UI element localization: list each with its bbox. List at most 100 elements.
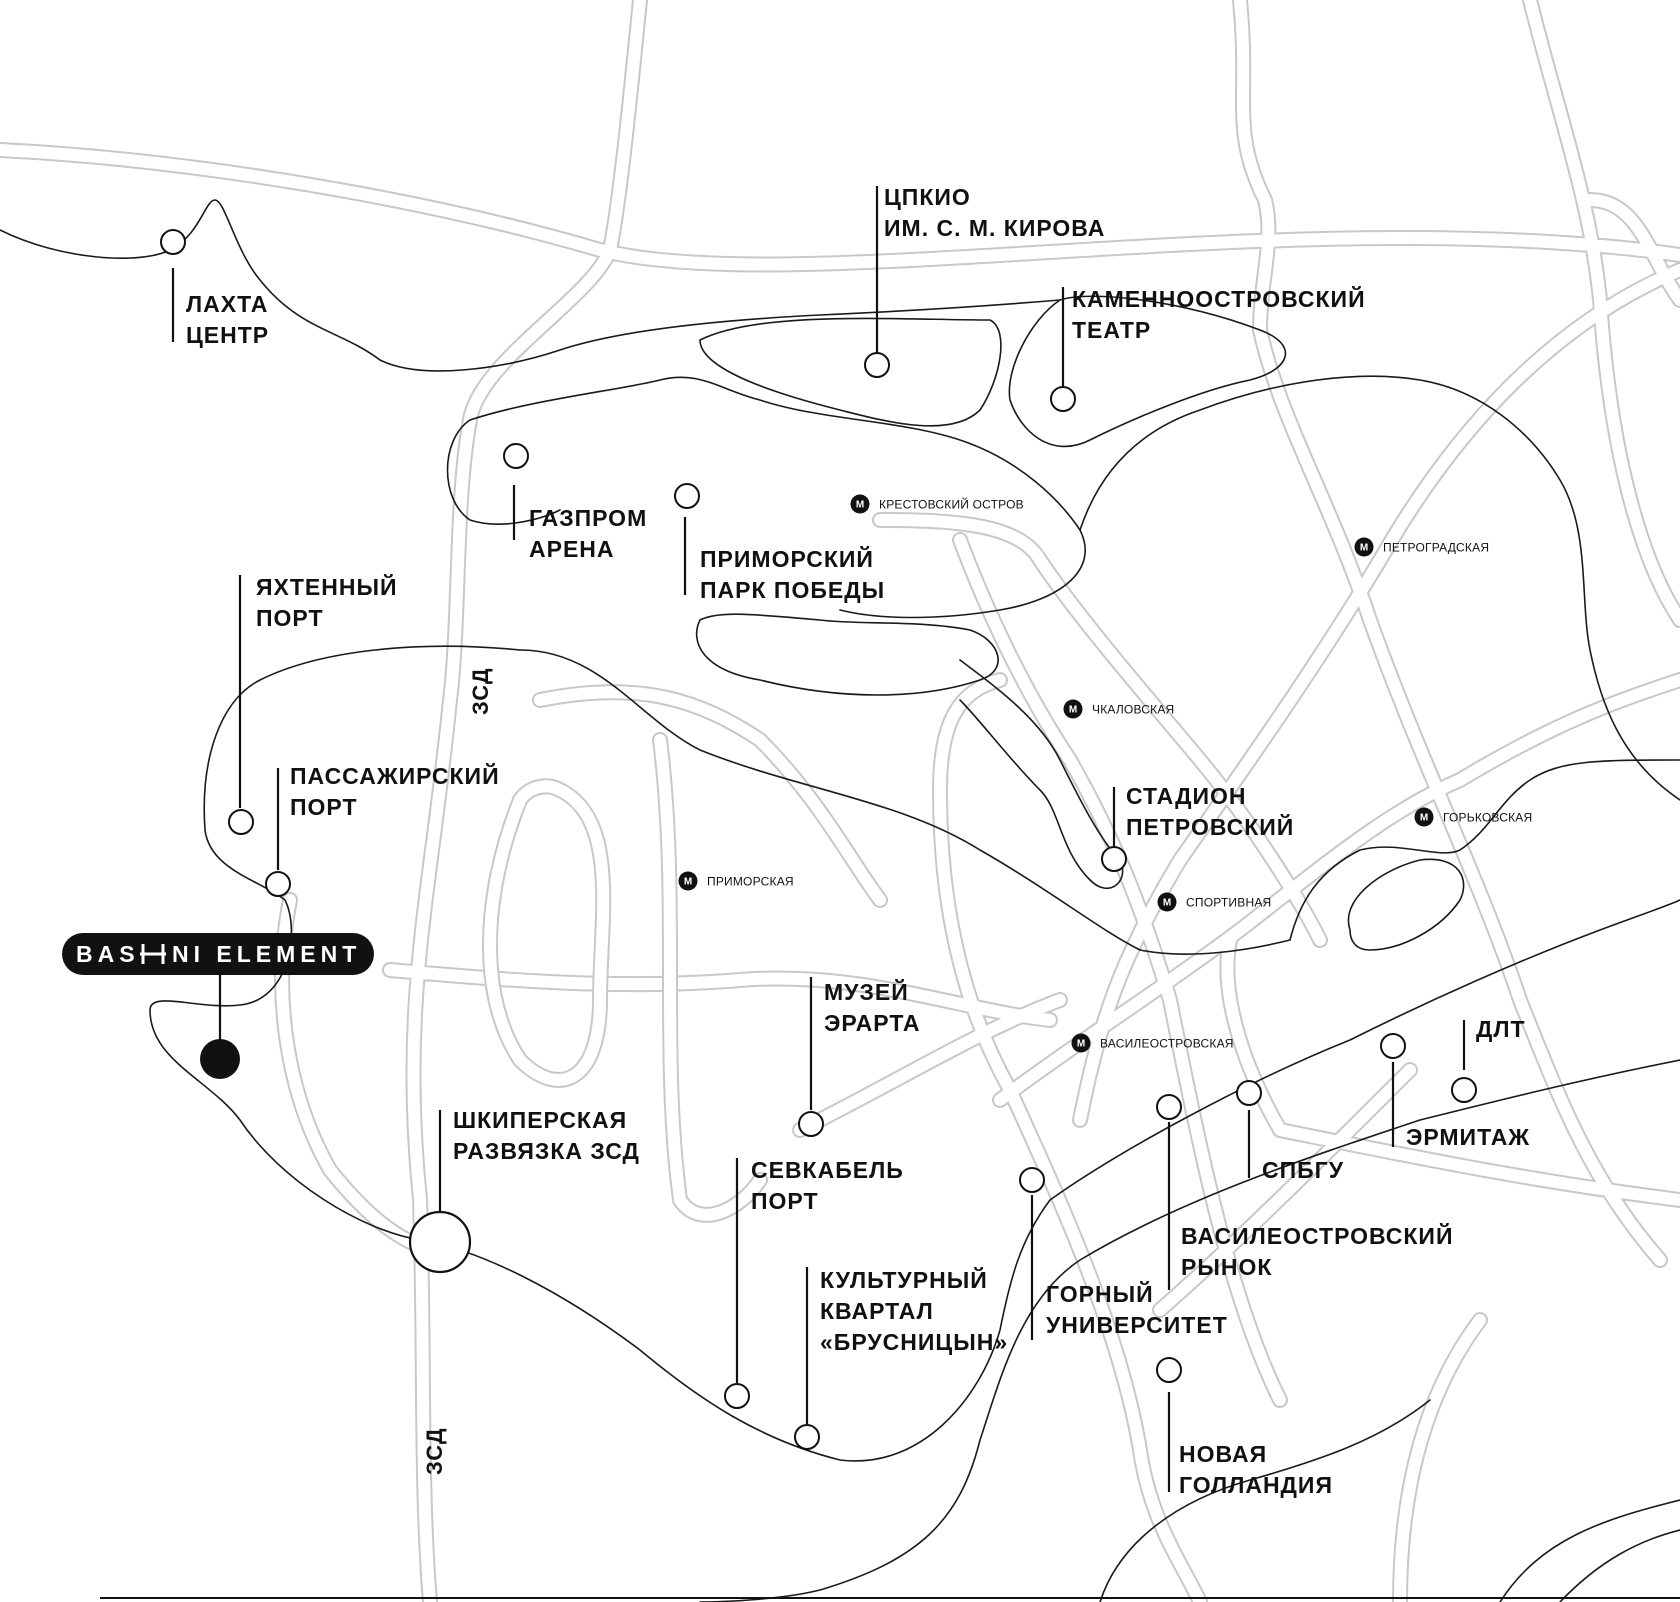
landmark-marker-brusnitsyn xyxy=(794,1424,820,1450)
landmark-label-line: АРЕНА xyxy=(529,536,615,562)
landmark-label-tspkio: ЦПКИО ИМ. С. М. КИРОВА xyxy=(884,184,1105,241)
landmark-marker-mining_univ xyxy=(1019,1167,1045,1193)
metro-station-label: ЧКАЛОВСКАЯ xyxy=(1092,703,1174,717)
landmark-label-line: МУЗЕЙ xyxy=(824,978,909,1005)
metro-icon xyxy=(1071,1033,1091,1053)
landmark-label-line: ШКИПЕРСКАЯ xyxy=(453,1107,627,1133)
landmark-marker-passenger_port xyxy=(265,871,291,897)
zsd-label-upper: ЗСД xyxy=(468,667,493,715)
metro-icon xyxy=(1157,892,1177,912)
landmark-marker-primorsky_park xyxy=(674,483,700,509)
landmark-label-line: ПРИМОРСКИЙ xyxy=(700,545,874,572)
landmark-label-line: ГАЗПРОМ xyxy=(529,505,647,531)
landmark-marker-new_holland xyxy=(1156,1357,1182,1383)
metro-station-label: ПЕТРОГРАДСКАЯ xyxy=(1383,541,1489,555)
brand-name-left: BAS xyxy=(76,941,140,967)
landmark-label-line: ЦЕНТР xyxy=(186,322,269,348)
metro-station-label: ПРИМОРСКАЯ xyxy=(707,875,794,889)
landmark-marker-stadium_petrovsky xyxy=(1101,846,1127,872)
metro-icon-letter: М xyxy=(856,500,864,511)
landmark-label-stadium_petrovsky: СТАДИОН ПЕТРОВСКИЙ xyxy=(1126,783,1294,840)
metro-icon-letter: М xyxy=(1077,1039,1085,1050)
landmark-label-line: «БРУСНИЦЫН» xyxy=(820,1329,1008,1355)
landmark-label-line: ЦПКИО xyxy=(884,184,971,210)
metro-station-krestovsky: М КРЕСТОВСКИЙ ОСТРОВ xyxy=(850,494,1024,514)
landmark-label-yacht_port: ЯХТЕННЫЙ ПОРТ xyxy=(256,573,398,631)
landmark-markers xyxy=(160,186,1477,1492)
landmark-label-line: ПОРТ xyxy=(256,605,324,631)
landmark-label-line: РЫНОК xyxy=(1181,1254,1272,1280)
landmark-label-kamennoostrovsky: КАМЕННООСТРОВСКИЙ ТЕАТР xyxy=(1072,285,1366,343)
landmark-label-line: ЛАХТА xyxy=(186,291,268,317)
landmark-label-line: ТЕАТР xyxy=(1072,317,1151,343)
metro-station-sportivnaya: М СПОРТИВНАЯ xyxy=(1157,892,1271,912)
landmark-label-new_holland: НОВАЯ ГОЛЛАНДИЯ xyxy=(1179,1441,1333,1498)
landmark-label-sevkabel: СЕВКАБЕЛЬ ПОРТ xyxy=(751,1157,904,1214)
landmark-label-line: ЭРАРТА xyxy=(824,1010,921,1036)
metro-station-label: КРЕСТОВСКИЙ ОСТРОВ xyxy=(879,497,1024,512)
landmark-label-line: СЕВКАБЕЛЬ xyxy=(751,1157,904,1183)
landmark-label-line: ЯХТЕННЫЙ xyxy=(256,573,398,600)
road-labels: ЗСД ЗСД xyxy=(422,667,493,1475)
landmark-label-erarta: МУЗЕЙ ЭРАРТА xyxy=(824,978,921,1036)
zsd-label-lower: ЗСД xyxy=(422,1427,447,1475)
landmark-marker-yacht_port xyxy=(228,809,254,835)
landmark-label-line: ИМ. С. М. КИРОВА xyxy=(884,215,1105,241)
landmark-label-line: ЭРМИТАЖ xyxy=(1406,1124,1530,1150)
landmark-marker-erarta xyxy=(798,1111,824,1137)
landmark-label-line: ГОЛЛАНДИЯ xyxy=(1179,1472,1333,1498)
metro-station-primorskaya: М ПРИМОРСКАЯ xyxy=(678,871,794,891)
project-pin: BAS NI ELEMENT xyxy=(62,933,374,1079)
landmark-label-line: РАЗВЯЗКА ЗСД xyxy=(453,1138,640,1164)
landmark-label-spbgu: СПБГУ xyxy=(1262,1157,1344,1183)
landmark-marker-vo_market xyxy=(1156,1094,1182,1120)
metro-icon xyxy=(1063,699,1083,719)
landmark-label-line: КАМЕННООСТРОВСКИЙ xyxy=(1072,285,1366,312)
shoreline xyxy=(0,199,1680,1602)
landmark-label-shkiperskaya: ШКИПЕРСКАЯ РАЗВЯЗКА ЗСД xyxy=(453,1107,640,1164)
brand-logo-mark xyxy=(140,944,166,964)
landmark-marker-shkiperskaya xyxy=(408,1210,472,1274)
landmark-label-line: ПАССАЖИРСКИЙ xyxy=(290,762,500,789)
landmark-marker-sevkabel xyxy=(724,1383,750,1409)
metro-station-label: СПОРТИВНАЯ xyxy=(1186,896,1271,910)
landmark-label-line: ВАСИЛЕОСТРОВСКИЙ xyxy=(1181,1222,1453,1249)
landmark-label-brusnitsyn: КУЛЬТУРНЫЙ КВАРТАЛ «БРУСНИЦЫН» xyxy=(820,1266,1008,1355)
metro-icon xyxy=(1354,537,1374,557)
landmark-marker-dlt xyxy=(1451,1077,1477,1103)
landmark-label-line: УНИВЕРСИТЕТ xyxy=(1046,1312,1228,1338)
metro-icon-letter: М xyxy=(1360,543,1368,554)
metro-icon-letter: М xyxy=(1163,898,1171,909)
metro-station-vasileostrovskaya: М ВАСИЛЕОСТРОВСКАЯ xyxy=(1071,1033,1234,1053)
landmark-marker-spbgu xyxy=(1236,1080,1262,1106)
metro-icon xyxy=(850,494,870,514)
landmark-label-dlt: ДЛТ xyxy=(1476,1016,1526,1042)
landmark-label-line: НОВАЯ xyxy=(1179,1441,1267,1467)
landmark-label-line: СТАДИОН xyxy=(1126,783,1247,809)
metro-icon xyxy=(678,871,698,891)
brand-name-right: NI ELEMENT xyxy=(172,941,361,967)
metro-station-chkalovskaya: М ЧКАЛОВСКАЯ xyxy=(1063,699,1174,719)
landmark-label-line: ПОРТ xyxy=(751,1188,819,1214)
landmark-label-lakhta: ЛАХТА ЦЕНТР xyxy=(186,291,269,348)
metro-station-label: ВАСИЛЕОСТРОВСКАЯ xyxy=(1100,1037,1234,1051)
landmark-marker-tspkio xyxy=(864,352,890,378)
landmark-label-hermitage: ЭРМИТАЖ xyxy=(1406,1124,1530,1150)
landmark-marker-gazprom xyxy=(503,443,529,469)
project-location-marker xyxy=(200,1039,240,1079)
landmark-label-line: КУЛЬТУРНЫЙ xyxy=(820,1266,988,1293)
metro-icon xyxy=(1414,807,1434,827)
landmark-label-line: КВАРТАЛ xyxy=(820,1298,934,1324)
landmark-labels: ЛАХТА ЦЕНТР ЦПКИО ИМ. С. М. КИРОВА КАМЕННООС… xyxy=(186,184,1530,1498)
landmark-label-line: ПОРТ xyxy=(290,794,358,820)
brand-badge xyxy=(62,933,374,975)
landmark-label-line: ПЕТРОВСКИЙ xyxy=(1126,813,1294,840)
metro-icon-letter: М xyxy=(684,877,692,888)
landmark-label-passenger_port: ПАССАЖИРСКИЙ ПОРТ xyxy=(290,762,500,820)
metro-icon-letter: М xyxy=(1069,705,1077,716)
landmark-label-vo_market: ВАСИЛЕОСТРОВСКИЙ РЫНОК xyxy=(1181,1222,1453,1280)
